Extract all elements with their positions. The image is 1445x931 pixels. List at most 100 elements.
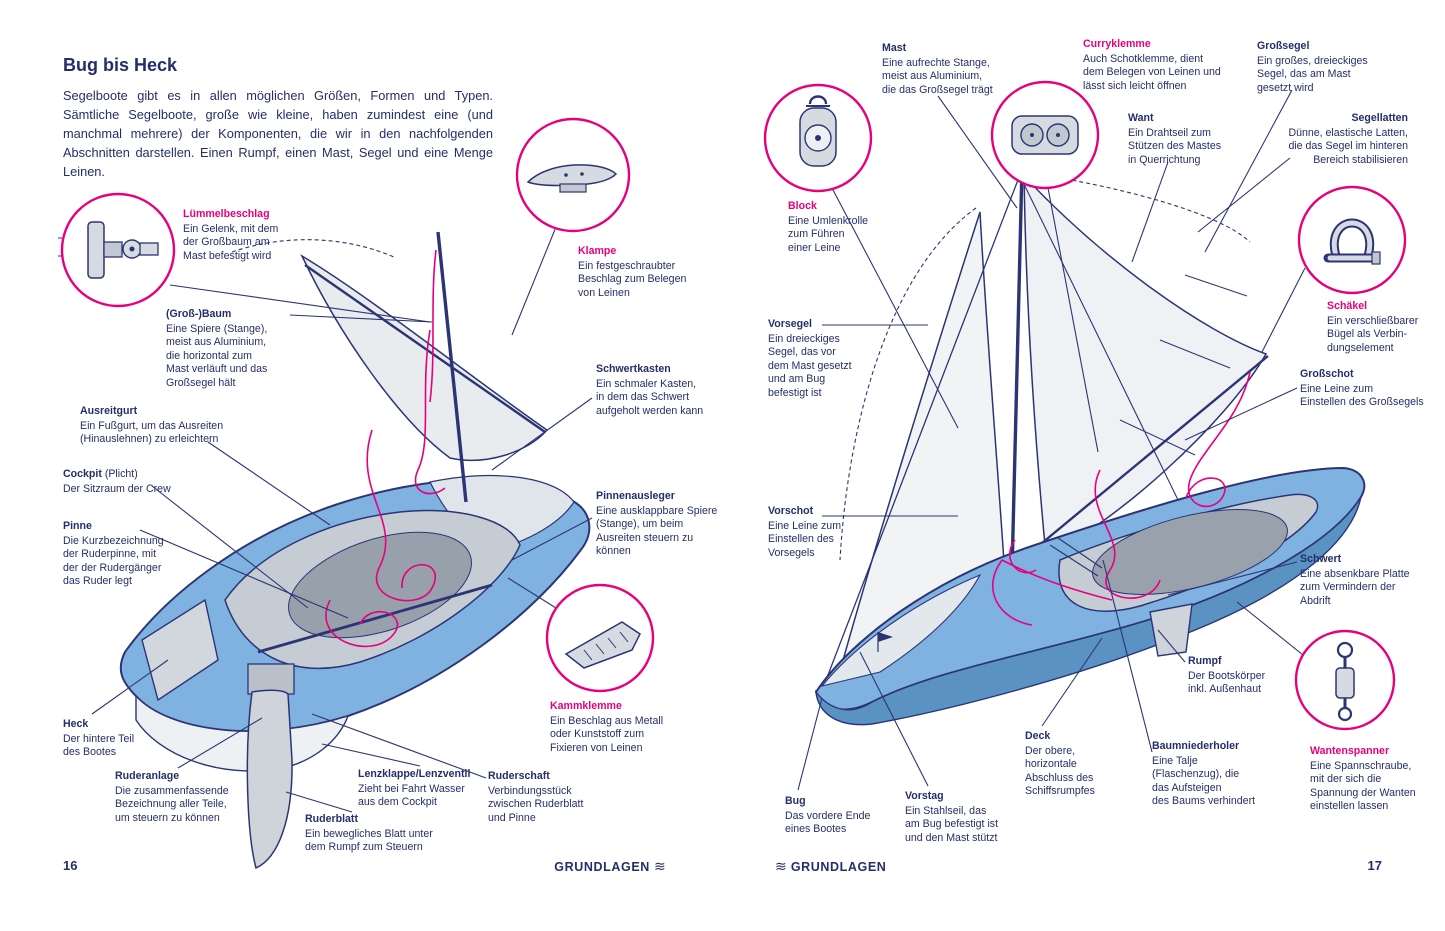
callout-title: Baumniederholer	[1152, 740, 1240, 752]
callout-baumniederholer: Baumniederholer Eine Talje (Flaschenzug)…	[1152, 740, 1297, 809]
right-boat-illustration	[814, 167, 1366, 726]
callout-klampe: Klampe Ein festgeschraubter Beschlag zum…	[578, 245, 718, 300]
leader-line	[1184, 387, 1298, 441]
callout-title: Klampe	[578, 245, 617, 257]
callout-title: Vorschot	[768, 505, 814, 517]
callout-body: Das vordere Ende eines Bootes	[785, 809, 871, 836]
callout-body: Dünne, elastische Latten, die das Segel …	[1288, 126, 1408, 166]
callout-title: Heck	[63, 718, 89, 730]
leader-line	[169, 284, 431, 323]
callout-title: Bug	[785, 795, 806, 807]
callout-schwert: Schwert Eine absenkbare Platte zum Vermi…	[1300, 553, 1440, 608]
leader-lines-right	[797, 89, 1306, 791]
callout-vorstag: Vorstag Ein Stahlseil, das am Bug befest…	[905, 790, 1040, 845]
running-footer-left: GRUNDLAGEN ≋	[500, 858, 720, 875]
callout-title: Pinne	[63, 520, 92, 532]
callout-ruderanlage: Ruderanlage Die zusammenfassende Bezeich…	[115, 770, 275, 825]
callout-title: Wantenspanner	[1310, 745, 1390, 757]
callout-body: Eine Leine zum Einstellen des Großsegels	[1300, 382, 1424, 409]
turnbuckle-inset	[1294, 629, 1396, 731]
callout-segellatten: Segellatten Dünne, elastische Latten, di…	[1258, 112, 1408, 167]
page-number-right: 17	[1367, 858, 1382, 873]
callout-rumpf: Rumpf Der Bootskörper inkl. Außenhaut	[1188, 655, 1313, 697]
leader-line	[177, 717, 263, 769]
callout-ausreitgurt: Ausreitgurt Ein Fußgurt, um das Ausreite…	[80, 405, 265, 447]
leader-line	[1102, 559, 1153, 753]
hull-side	[815, 496, 1362, 726]
callout-body: Ein Stahlseil, das am Bug befestigt ist …	[905, 804, 999, 844]
boom-vang	[1057, 537, 1103, 569]
leader-line	[511, 517, 593, 561]
furled-sail	[300, 254, 549, 462]
leader-line	[511, 226, 557, 336]
callout-block: Block Eine Umlenkrolle zum Führen einer …	[788, 200, 908, 255]
callout-lenzklappe: Lenzklappe/Lenzventil Zieht bei Fahrt Wa…	[358, 768, 518, 810]
boom	[1035, 355, 1269, 549]
callout-body: Ein Beschlag aus Metall oder Kunststoff …	[550, 714, 664, 754]
centreboard	[1149, 603, 1193, 657]
callout-body: Eine Talje (Flaschenzug), die das Aufste…	[1152, 754, 1256, 808]
gooseneck-fitting-inset	[60, 192, 176, 308]
callout-title: Cockpit (Plicht)	[63, 468, 138, 480]
callout-body: Ein festgeschraubter Beschlag zum Belege…	[578, 259, 687, 299]
callout-body: Ein Gelenk, mit dem der Großbaum am Mast…	[183, 222, 279, 262]
pulley-block-inset	[763, 83, 873, 193]
leader-line	[151, 485, 309, 609]
wave-icon: ≋	[653, 858, 666, 874]
callout-title: Großsegel	[1257, 40, 1310, 52]
callout-title: Block	[788, 200, 817, 212]
forestay	[822, 171, 1022, 689]
callout-body: Ein großes, dreieckiges Segel, das am Ma…	[1257, 54, 1368, 94]
main-sail	[1023, 174, 1268, 558]
footer-label: GRUNDLAGEN	[554, 860, 650, 874]
callout-body: Ein schmaler Kasten, in dem das Schwert …	[596, 377, 704, 417]
wave-icon: ≋	[775, 858, 787, 874]
callout-title: Lümmelbeschlag	[183, 208, 270, 220]
shackle-inset	[1297, 185, 1407, 295]
callout-body: Ein verschließbarer Bügel als Verbin- du…	[1327, 314, 1419, 354]
sail-batten	[1184, 274, 1248, 297]
callout-body: Verbindungsstück zwischen Ruderblatt und…	[488, 784, 584, 824]
callout-want: Want Ein Drahtseil zum Stützen des Maste…	[1128, 112, 1268, 167]
callout-body: Ein bewegliches Blatt unter dem Rumpf zu…	[305, 827, 433, 854]
callout-title: Großschot	[1300, 368, 1354, 380]
callout-title: Schäkel	[1327, 300, 1368, 312]
leader-lines-left	[91, 226, 593, 813]
leader-line	[1041, 637, 1103, 727]
callout-title: Vorsegel	[768, 318, 812, 330]
leader-line	[289, 314, 433, 323]
callout-grossbaum: (Groß-)Baum Eine Spiere (Stange), meist …	[166, 308, 306, 391]
callout-title: Deck	[1025, 730, 1051, 742]
transom	[141, 598, 219, 702]
sail-batten	[1119, 419, 1196, 456]
leader-line	[1204, 89, 1293, 253]
callout-body: Der hintere Teil des Bootes	[63, 732, 135, 759]
callout-grosssegel: Großsegel Ein großes, dreieckiges Segel,…	[1257, 40, 1412, 95]
callout-body: Ein dreieckiges Segel, das vor dem Mast …	[768, 332, 852, 399]
foredeck	[820, 573, 982, 687]
leader-line	[507, 577, 557, 609]
callout-ruderschaft: Ruderschaft Verbindungsstück zwischen Ru…	[488, 770, 628, 825]
callout-title: Ruderschaft	[488, 770, 550, 782]
boom-vang	[1049, 544, 1099, 577]
tiller	[257, 583, 493, 654]
leader-line	[831, 187, 959, 429]
leader-line	[285, 791, 353, 813]
leader-line	[91, 659, 169, 715]
callout-body: Die zusammenfassende Bezeichnung aller T…	[115, 784, 229, 824]
leader-line	[1236, 601, 1304, 656]
mast	[436, 231, 468, 503]
leader-line	[1047, 187, 1099, 453]
callout-bug: Bug Das vordere Ende eines Bootes	[785, 795, 900, 837]
cam-cleat-inset	[990, 80, 1100, 190]
page-title: Bug bis Heck	[63, 55, 178, 75]
callout-curryklemme: Curryklemme Auch Schotklemme, dient dem …	[1083, 38, 1253, 93]
callout-schwertkasten: Schwertkasten Ein schmaler Kasten, in de…	[596, 363, 741, 418]
callout-body: Ein Fußgurt, um das Ausreiten (Hinausleh…	[80, 419, 224, 446]
page-number-left: 16	[63, 858, 78, 873]
callout-body: Eine absenkbare Platte zum Vermindern de…	[1300, 567, 1410, 607]
rudder-blade	[246, 689, 293, 870]
callout-title: Ruderblatt	[305, 813, 358, 825]
leader-line	[491, 397, 593, 471]
